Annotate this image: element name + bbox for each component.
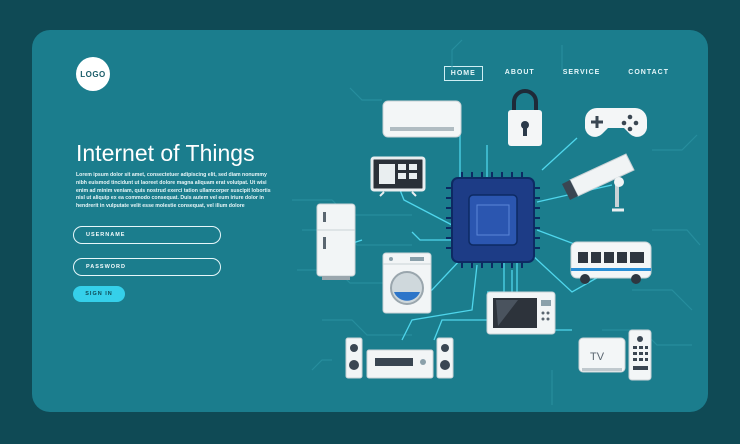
nav-home[interactable]: HOME	[443, 66, 483, 81]
gamepad-icon	[585, 108, 647, 137]
microwave-icon	[486, 291, 556, 335]
page-title: Internet of Things	[76, 140, 255, 166]
processor-chip-icon	[446, 172, 540, 268]
iot-illustration: TV	[292, 39, 701, 405]
tv-box-label: TV	[590, 351, 605, 363]
landing-card: LOGO HOME ABOUT SERVICE CONTACT Internet…	[32, 30, 708, 412]
nav-about[interactable]: ABOUT	[504, 69, 535, 76]
lock-icon	[508, 89, 542, 146]
nav-service[interactable]: SERVICE	[562, 69, 601, 76]
security-camera-icon	[562, 153, 635, 212]
intro-paragraph: Lorem ipsum dolor sit amet, consectetuer…	[76, 172, 271, 210]
password-input[interactable]	[73, 258, 221, 276]
sign-in-button[interactable]: SIGN IN	[73, 286, 125, 302]
bus-icon	[570, 241, 652, 284]
username-input[interactable]	[73, 226, 221, 244]
air-conditioner-icon	[382, 100, 462, 138]
tv-box-icon: TV	[578, 337, 626, 373]
nav-contact[interactable]: CONTACT	[628, 69, 669, 76]
logo-text: LOGO	[80, 69, 106, 79]
stereo-system-icon	[345, 337, 454, 379]
refrigerator-icon	[316, 203, 356, 280]
washing-machine-icon	[382, 252, 432, 314]
top-nav: HOME ABOUT SERVICE CONTACT	[428, 66, 675, 81]
remote-control-icon	[628, 329, 652, 381]
smart-display-icon	[370, 156, 426, 197]
logo[interactable]: LOGO	[76, 57, 110, 91]
